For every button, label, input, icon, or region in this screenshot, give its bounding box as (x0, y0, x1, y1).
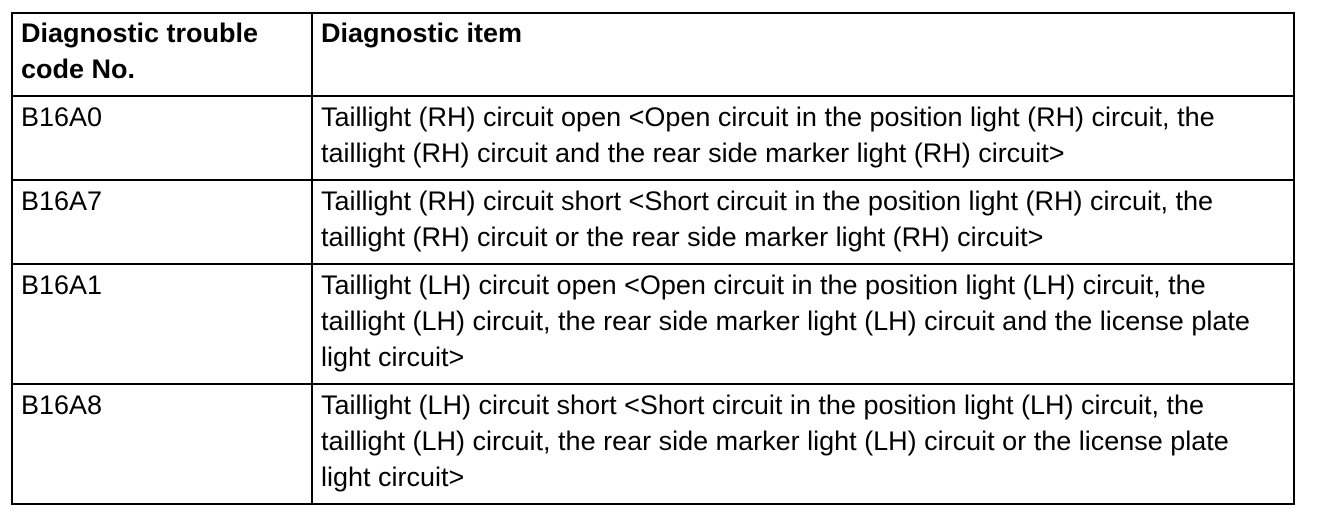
dtc-table: Diagnostic trouble code No. Diagnostic i… (11, 12, 1295, 505)
item-cell: Taillight (RH) circuit open <Open circui… (311, 95, 1295, 181)
header-item: Diagnostic item (311, 12, 1295, 97)
item-cell: Taillight (LH) circuit short <Short circ… (311, 383, 1295, 505)
code-cell: B16A0 (11, 95, 313, 181)
table-row: B16A1 Taillight (LH) circuit open <Open … (11, 263, 1295, 385)
header-row: Diagnostic trouble code No. Diagnostic i… (11, 12, 1295, 97)
item-cell: Taillight (LH) circuit open <Open circui… (311, 263, 1295, 385)
table-row: B16A7 Taillight (RH) circuit short <Shor… (11, 179, 1295, 265)
code-cell: B16A1 (11, 263, 313, 385)
code-cell: B16A8 (11, 383, 313, 505)
table-row: B16A0 Taillight (RH) circuit open <Open … (11, 95, 1295, 181)
table-row: B16A8 Taillight (LH) circuit short <Shor… (11, 383, 1295, 505)
item-cell: Taillight (RH) circuit short <Short circ… (311, 179, 1295, 265)
code-cell: B16A7 (11, 179, 313, 265)
table-body: B16A0 Taillight (RH) circuit open <Open … (11, 95, 1295, 505)
table-header: Diagnostic trouble code No. Diagnostic i… (11, 12, 1295, 97)
header-code: Diagnostic trouble code No. (11, 12, 313, 97)
